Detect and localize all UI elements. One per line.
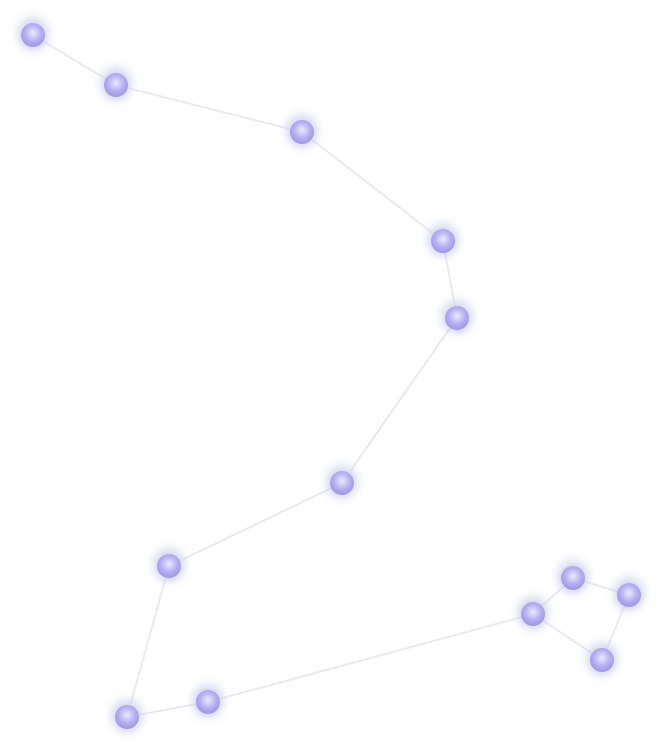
node-body [590, 648, 614, 672]
node-n13 [587, 642, 617, 675]
node-body [431, 229, 455, 253]
node-n4 [428, 223, 458, 256]
node-n12 [614, 577, 644, 610]
edge-n9-n10 [207, 613, 534, 703]
node-body [290, 120, 314, 144]
node-n11 [558, 560, 588, 593]
node-body [521, 602, 545, 626]
nodes-layer [18, 17, 644, 732]
node-n6 [327, 465, 357, 498]
node-n3 [287, 114, 317, 147]
node-body [104, 73, 128, 97]
node-body [157, 554, 181, 578]
node-n7 [154, 548, 184, 581]
node-n2 [101, 67, 131, 100]
node-n1 [18, 17, 48, 50]
node-n10 [518, 596, 548, 629]
node-body [196, 690, 220, 714]
node-body [445, 306, 469, 330]
edge-n7-n8 [126, 565, 170, 718]
node-body [115, 705, 139, 729]
edge-n6-n7 [168, 482, 343, 567]
edge-n5-n6 [341, 317, 458, 484]
node-body [617, 583, 641, 607]
edge-n3-n4 [301, 131, 444, 242]
node-n5 [442, 300, 472, 333]
node-body [21, 23, 45, 47]
node-n8 [112, 699, 142, 732]
edge-n2-n3 [115, 84, 303, 133]
node-body [330, 471, 354, 495]
node-n9 [193, 684, 223, 717]
node-body [561, 566, 585, 590]
